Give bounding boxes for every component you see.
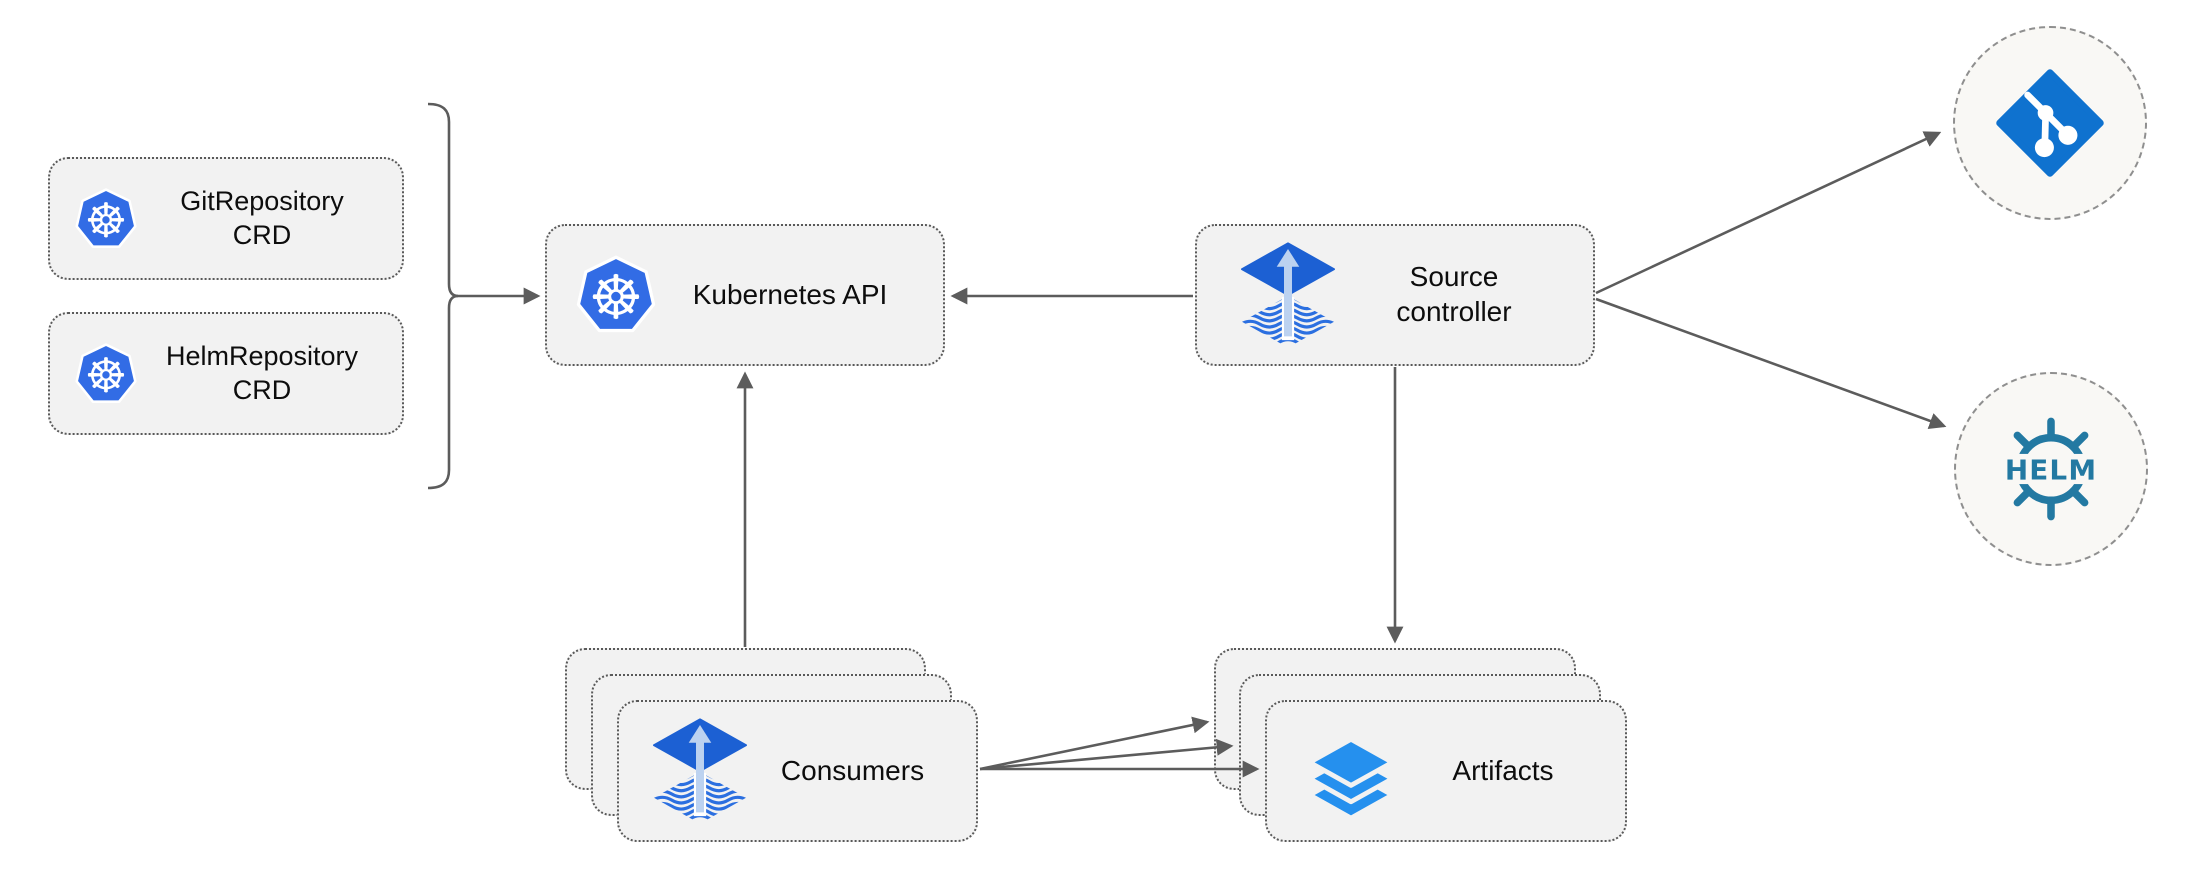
flux-source-controller-icon [1241, 242, 1335, 347]
node-git-repository-crd: ☸ GitRepository CRD [48, 157, 404, 280]
node-label: Kubernetes API [692, 278, 888, 310]
svg-text:☸: ☸ [589, 263, 643, 333]
node-label: HelmRepository CRD [165, 341, 359, 405]
edge-consumers-to-artifacts-1 [979, 716, 1210, 771]
node-label: GitRepository CRD [180, 186, 344, 250]
flux-source-controller-icon [653, 718, 747, 823]
node-source-controller: Source controller [1195, 224, 1595, 366]
kubernetes-logo-icon: ☸ [75, 342, 137, 404]
node-consumers: Consumers [617, 700, 978, 842]
kubernetes-logo-icon: ☸ [75, 187, 137, 249]
svg-text:☸: ☸ [85, 349, 127, 404]
kubernetes-logo-icon: ☸ [576, 255, 656, 333]
layers-stack-icon [1307, 736, 1395, 819]
node-label: Artifacts [1452, 754, 1554, 786]
node-label: Consumers [780, 754, 925, 786]
node-helm-endpoint: HELM [1954, 372, 2148, 566]
helm-wordmark: HELM [2005, 454, 2097, 487]
node-git-endpoint [1953, 26, 2147, 220]
node-label: Source controller [1396, 261, 1512, 327]
helm-logo-icon: HELM [1993, 417, 2109, 521]
git-logo-icon [1996, 69, 2104, 177]
node-kubernetes-api: ☸ Kubernetes API [545, 224, 945, 366]
svg-text:☸: ☸ [85, 194, 127, 249]
edge-source-to-git [1595, 131, 1942, 295]
node-helm-repository-crd: ☸ HelmRepository CRD [48, 312, 404, 435]
edge-source-to-helm [1595, 297, 1947, 430]
node-artifacts: Artifacts [1265, 700, 1627, 842]
crd-group-brace [427, 102, 459, 490]
edge-consumers-to-artifacts-2 [979, 738, 1234, 771]
